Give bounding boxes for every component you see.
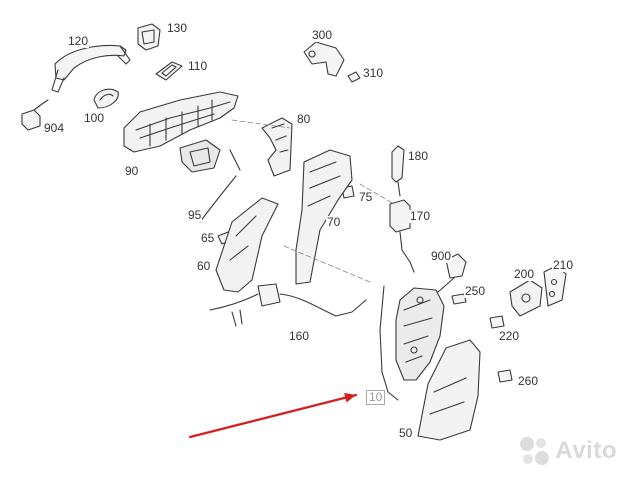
label-65: 65 xyxy=(200,231,216,245)
part-904-connector xyxy=(21,99,49,131)
label-200: 200 xyxy=(513,267,536,281)
label-80: 80 xyxy=(296,112,312,126)
label-95: 95 xyxy=(187,208,203,222)
label-900: 900 xyxy=(430,249,453,263)
part-95-rod xyxy=(199,149,241,223)
part-170-damper xyxy=(389,199,415,273)
label-300: 300 xyxy=(311,28,334,42)
red-arrow-head xyxy=(344,392,356,403)
label-220: 220 xyxy=(498,329,521,343)
label-70: 70 xyxy=(326,215,342,229)
label-310: 310 xyxy=(362,66,385,80)
part-80-bracket xyxy=(261,117,293,177)
part-10-door-lock xyxy=(379,285,445,401)
avito-logo-icon xyxy=(520,437,550,465)
part-220-screw xyxy=(489,315,505,329)
part-310-bolt xyxy=(347,71,361,83)
part-300-bracket xyxy=(303,41,345,77)
label-10: 10 xyxy=(366,390,386,405)
label-50: 50 xyxy=(398,426,414,440)
part-260-screw xyxy=(497,369,513,383)
label-260: 260 xyxy=(517,374,540,388)
part-100-gasket xyxy=(93,88,119,109)
label-250: 250 xyxy=(464,284,487,298)
label-210: 210 xyxy=(552,258,575,272)
part-50-cover xyxy=(417,339,481,441)
red-arrow-line xyxy=(188,393,358,439)
part-60-bracket xyxy=(215,197,279,293)
label-120: 120 xyxy=(67,34,90,48)
part-250-screw xyxy=(451,293,467,305)
label-180: 180 xyxy=(407,149,430,163)
label-904: 904 xyxy=(43,121,66,135)
label-100: 100 xyxy=(83,111,106,125)
leader-lines xyxy=(231,119,395,283)
part-160-cable xyxy=(209,283,367,327)
part-130-handle-cap xyxy=(137,23,161,51)
part-200-striker xyxy=(509,279,543,317)
part-90-handle-carrier xyxy=(123,91,239,173)
part-110-gasket xyxy=(155,61,183,81)
label-110: 110 xyxy=(187,59,209,73)
avito-watermark: Avito xyxy=(517,434,617,468)
part-180-rod xyxy=(391,145,405,197)
label-75: 75 xyxy=(358,190,374,204)
label-130: 130 xyxy=(166,21,189,35)
label-160: 160 xyxy=(288,329,311,343)
label-170: 170 xyxy=(409,209,432,223)
avito-watermark-text: Avito xyxy=(555,437,617,464)
label-90: 90 xyxy=(124,164,140,178)
label-60: 60 xyxy=(196,259,212,273)
part-120-outside-handle xyxy=(51,45,131,93)
part-210-plate xyxy=(543,265,567,307)
part-70-seal xyxy=(295,149,353,285)
